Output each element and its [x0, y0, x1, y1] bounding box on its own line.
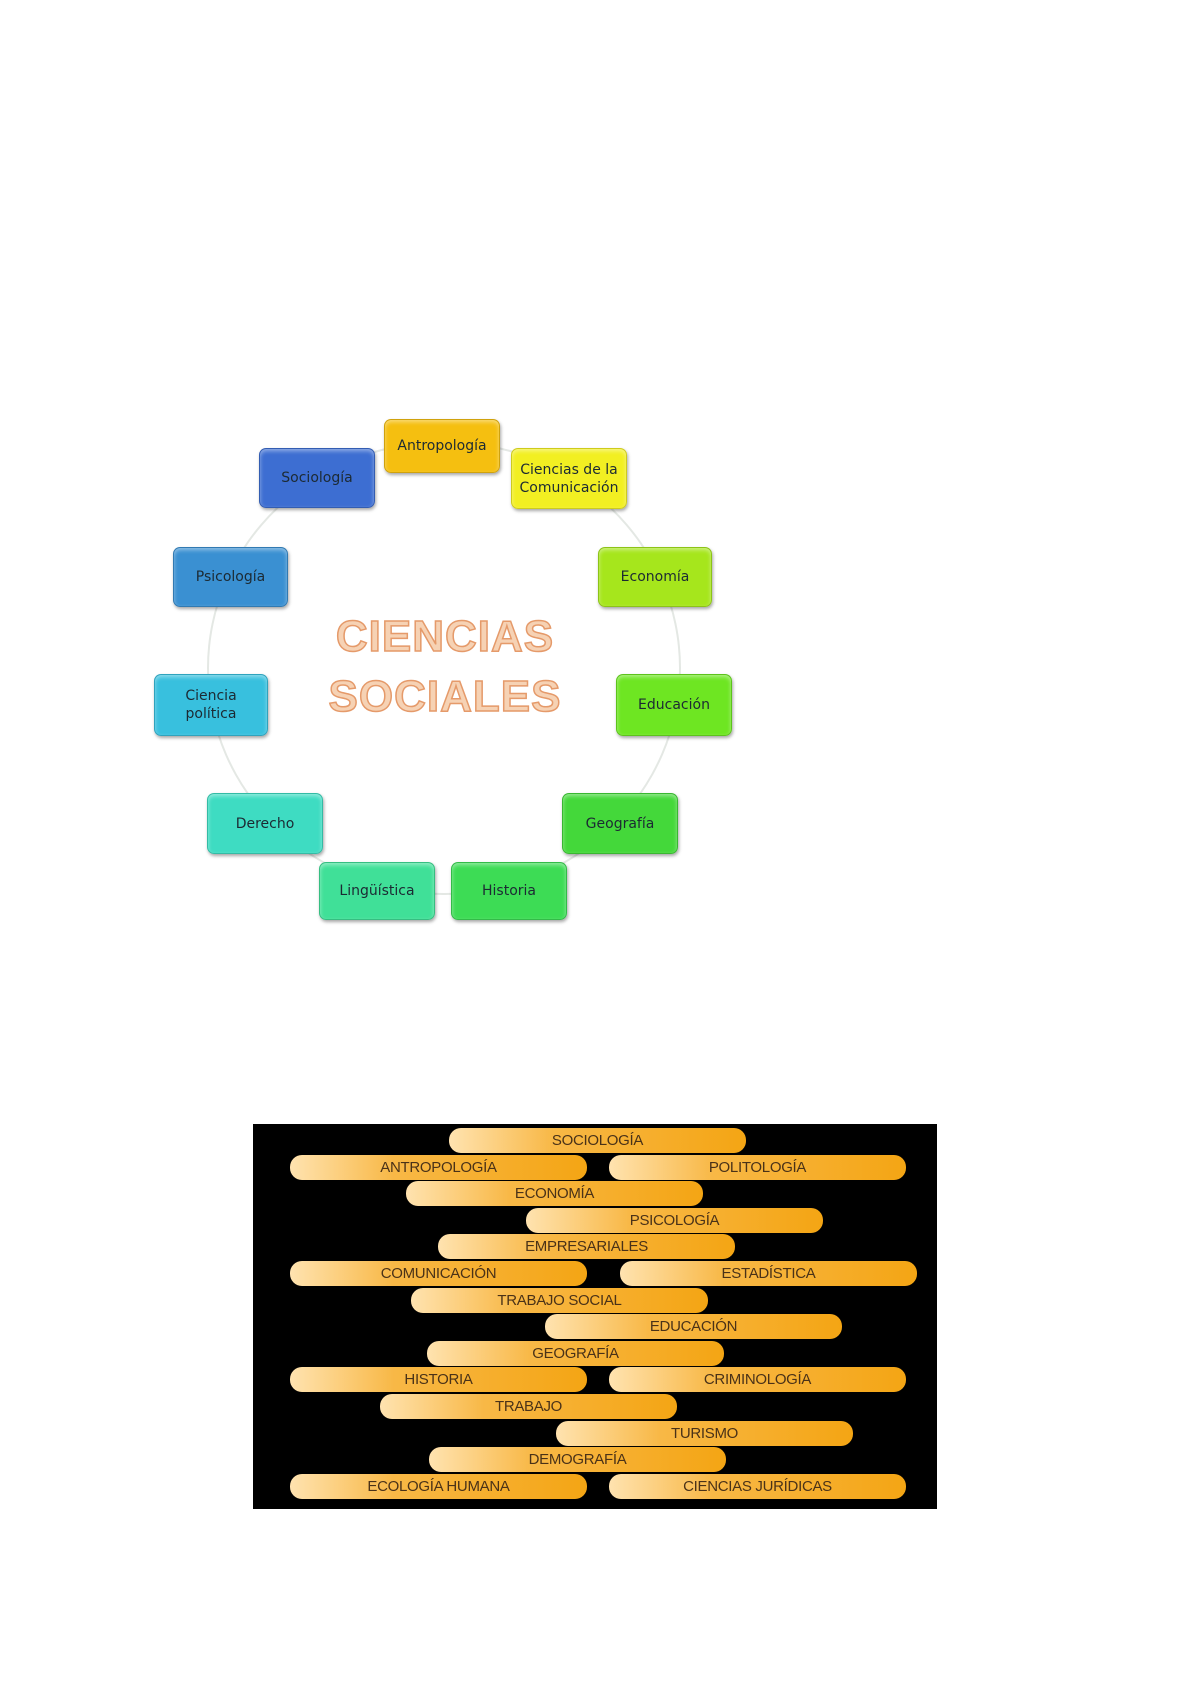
discipline-bar: GEOGRAFÍA: [427, 1340, 724, 1366]
discipline-bar: TRABAJO: [380, 1394, 677, 1419]
discipline-bar: PSICOLOGÍA: [526, 1207, 823, 1233]
discipline-bar: TRABAJO SOCIAL: [411, 1287, 708, 1313]
discipline-bar: EDUCACIÓN: [545, 1314, 842, 1340]
discipline-bar: SOCIOLOGÍA: [449, 1128, 746, 1153]
discipline-bar: DEMOGRAFÍA: [429, 1447, 726, 1473]
diagram-node: Lingüística: [319, 862, 435, 920]
center-title-line1: CIENCIAS: [335, 611, 555, 662]
diagram-node: Geografía: [562, 793, 678, 854]
diagram-node: Ciencias de la Comunicación: [511, 448, 627, 509]
diagram-node: Psicología: [173, 547, 288, 607]
discipline-bar: TURISMO: [556, 1420, 853, 1446]
diagram-node: Ciencia política: [154, 674, 268, 736]
diagram-node: Antropología: [384, 419, 500, 473]
discipline-bar: COMUNICACIÓN: [290, 1261, 587, 1286]
discipline-bar: HISTORIA: [290, 1367, 587, 1393]
diagram-node: Economía: [598, 547, 712, 607]
diagram-node: Educación: [616, 674, 732, 736]
discipline-bar: CIENCIAS JURÍDICAS: [609, 1473, 906, 1499]
discipline-bar: ANTROPOLOGÍA: [290, 1154, 587, 1180]
diagram-node: Historia: [451, 862, 567, 920]
discipline-bar: ESTADÍSTICA: [620, 1261, 917, 1286]
discipline-bar: POLITOLOGÍA: [609, 1154, 906, 1180]
discipline-bar: CRIMINOLOGÍA: [609, 1367, 906, 1393]
center-title-line2: SOCIALES: [328, 671, 562, 722]
diagram-node: Derecho: [207, 793, 323, 854]
discipline-bar: ECOLOGÍA HUMANA: [290, 1473, 587, 1499]
diagram-node: Sociología: [259, 448, 375, 508]
discipline-bar: EMPRESARIALES: [438, 1234, 735, 1260]
discipline-bar: ECONOMÍA: [406, 1181, 703, 1207]
